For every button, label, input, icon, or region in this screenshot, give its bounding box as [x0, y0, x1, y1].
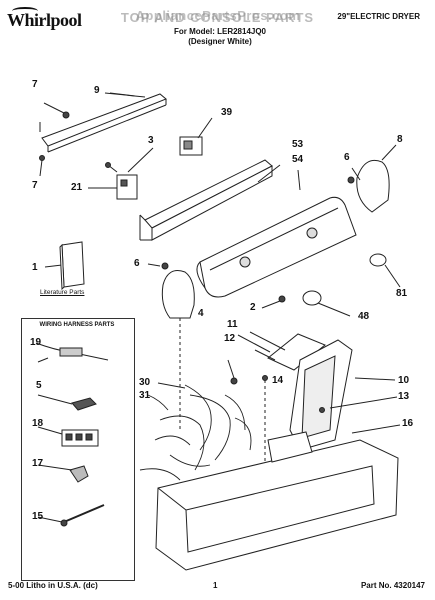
part-14	[262, 375, 268, 470]
part-17	[69, 465, 89, 483]
part-2	[261, 295, 286, 309]
part-15	[60, 504, 105, 527]
part-21	[88, 147, 154, 200]
callout-11: 11	[227, 319, 238, 330]
callout-5: 5	[36, 380, 42, 391]
part-4-endcap	[147, 262, 195, 430]
callout-53: 53	[292, 139, 304, 150]
part-48	[302, 290, 351, 317]
callout-18: 18	[32, 418, 44, 429]
wiring-harness-loose	[139, 384, 252, 481]
callout-14: 14	[272, 375, 284, 386]
part-18	[61, 429, 99, 447]
wiring-harness-title: WIRING HARNESS PARTS	[39, 322, 115, 328]
callout-21: 21	[71, 182, 83, 193]
callout-15: 15	[32, 511, 44, 522]
screw-7-bottom	[39, 155, 45, 177]
callout-12: 12	[224, 333, 236, 344]
page-title: TOP AND CONSOLE PARTS	[120, 10, 315, 25]
wiring-harness-box	[21, 318, 135, 581]
callout-16: 16	[402, 418, 414, 429]
callout-8: 8	[397, 134, 403, 145]
watermark: AppliancePartsPros.com	[135, 8, 301, 23]
model-sub: (Designer White)	[188, 37, 252, 46]
callout-30: 30	[139, 377, 151, 388]
callout-7-top: 7	[32, 79, 38, 90]
part-81-knob	[369, 253, 401, 288]
callout-6-left: 6	[134, 258, 140, 269]
callout-31: 31	[139, 390, 151, 401]
footer-litho: 5-00 Litho in U.S.A. (dc)	[8, 581, 98, 590]
brand-logo: Whirlpool	[7, 10, 82, 30]
part-39	[179, 117, 213, 156]
harness-box-parts	[35, 342, 109, 527]
callout-6-right: 6	[344, 152, 350, 163]
callout-7-bottom: 7	[32, 180, 38, 191]
callout-81: 81	[396, 288, 408, 299]
callout-39: 39	[221, 107, 233, 118]
part-53-rail	[139, 159, 273, 241]
brand-logo-swoosh	[12, 7, 38, 15]
part-11-12-lid	[249, 331, 326, 371]
footer-page-number: 1	[213, 581, 218, 590]
model-line: For Model: LER2814JQ0	[173, 27, 267, 36]
callout-2: 2	[250, 302, 256, 313]
part-16-top	[155, 424, 401, 571]
callout-1: 1	[32, 262, 38, 273]
literature-parts-label: Literature Parts	[40, 289, 85, 296]
model-info: For Model: LER2814JQ0 (Designer White)	[150, 27, 290, 47]
part-13	[319, 396, 398, 413]
part-9-bracket	[41, 92, 167, 153]
callout-17: 17	[32, 458, 44, 469]
callout-9: 9	[94, 85, 100, 96]
part-10-door	[289, 339, 396, 451]
part-5	[71, 397, 97, 411]
part-8-endcap	[347, 144, 397, 213]
callout-13: 13	[398, 391, 410, 402]
callout-54: 54	[292, 154, 304, 165]
callout-19: 19	[30, 337, 42, 348]
product-label: 29"ELECTRIC DRYER	[337, 12, 420, 21]
callout-3: 3	[148, 135, 154, 146]
callout-4: 4	[198, 308, 204, 319]
footer-part-number: Part No. 4320147	[360, 581, 425, 590]
literature-booklet	[59, 241, 85, 291]
part-19	[35, 342, 109, 361]
callout-10: 10	[398, 375, 410, 386]
screw-7-top	[39, 102, 70, 132]
callout-48: 48	[358, 311, 370, 322]
part-54-console	[196, 169, 357, 298]
